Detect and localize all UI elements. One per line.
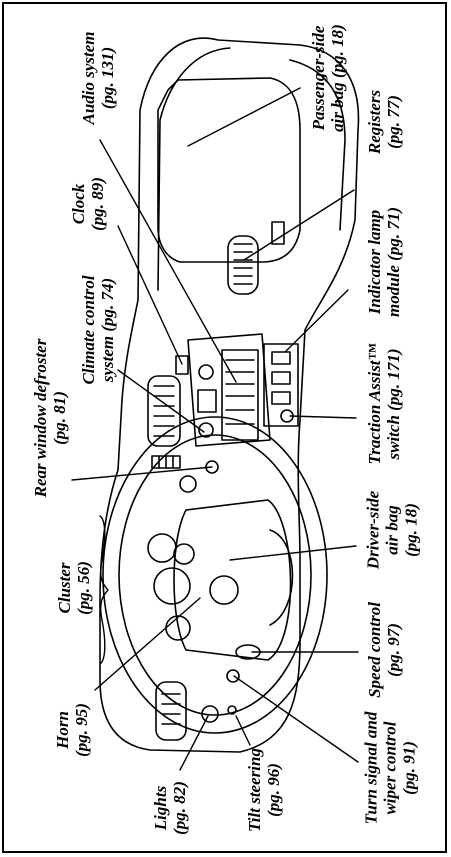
- dashboard-lower-edge: [289, 59, 346, 231]
- leader-lights: [179, 715, 209, 771]
- gauge-2: [173, 543, 195, 565]
- leader-registers: [243, 189, 355, 261]
- diagram-frame: [2, 2, 447, 853]
- leader-tilt: [235, 715, 251, 746]
- steering-hub: [173, 499, 292, 661]
- dashboard-outline: [99, 37, 360, 753]
- passenger-register: [227, 235, 259, 295]
- turn-signal-stalk: [226, 669, 240, 683]
- indicator-lamp-module: [263, 343, 299, 427]
- leader-traction: [289, 415, 357, 419]
- steering-wheel-outer: [102, 416, 328, 734]
- label-tilt-steering: Tilt steering(pg. 96): [245, 748, 283, 832]
- leader-audio: [99, 139, 237, 383]
- label-lights: Lights(pg. 82): [151, 781, 189, 835]
- gauge-5: [179, 475, 197, 493]
- dashboard-top-edge: [157, 47, 231, 291]
- label-rear-defroster: Rear window defroster(pg. 81): [31, 338, 69, 498]
- label-horn: Horn(pg. 95): [53, 703, 91, 757]
- leader-passenger-airbag: [187, 87, 301, 147]
- cluster-brace: [99, 515, 109, 665]
- gauge-1: [147, 533, 177, 563]
- label-audio-system: Audio system(pg. 131): [79, 31, 117, 125]
- leader-clock: [117, 225, 183, 365]
- lights-knob: [201, 705, 219, 723]
- gauge-3: [153, 567, 191, 605]
- leader-indicator: [284, 289, 349, 353]
- label-clock: Clock(pg. 89): [69, 177, 107, 231]
- clock-display: [175, 355, 189, 375]
- leader-horn: [94, 597, 201, 691]
- leader-defroster: [71, 466, 213, 481]
- passenger-airbag-door: [157, 77, 301, 263]
- leader-climate: [117, 369, 205, 433]
- steering-wheel-inner: [118, 434, 312, 716]
- center-stack: [187, 333, 271, 447]
- leader-driver-airbag: [229, 545, 357, 561]
- label-speed-control: Speed control(pg. 97): [365, 602, 403, 698]
- left-register: [147, 375, 181, 447]
- horn-pad: [209, 575, 239, 605]
- label-registers: Registers(pg. 77): [365, 89, 403, 155]
- label-cluster: Cluster(pg. 56): [55, 561, 93, 615]
- leader-turn: [233, 675, 359, 763]
- lower-left-register: [155, 681, 187, 741]
